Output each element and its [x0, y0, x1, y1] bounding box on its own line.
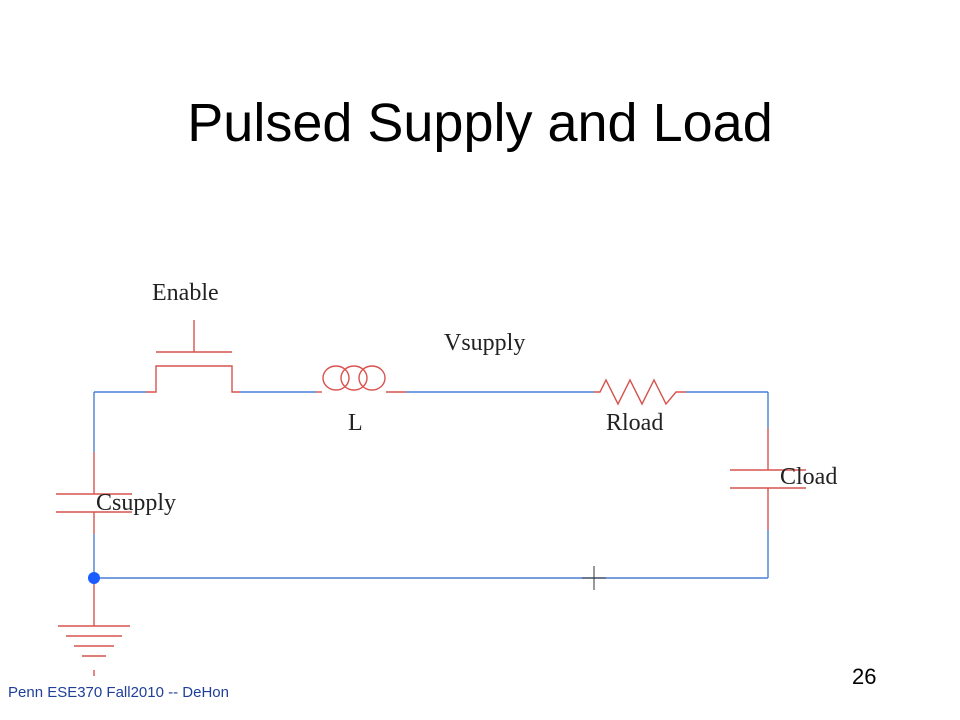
inductor-label: L [348, 410, 363, 436]
vsupply-label: Vsupply [444, 330, 525, 356]
ground-symbol [58, 578, 130, 676]
enable-switch [146, 320, 240, 393]
rload-label: Rload [606, 410, 663, 436]
slide-title: Pulsed Supply and Load [187, 93, 773, 153]
cursor-marker [582, 566, 606, 590]
cload-label-clip: Cload [780, 464, 837, 490]
page-number: 26 [852, 664, 877, 689]
enable-label: Enable [152, 280, 219, 306]
components [56, 320, 806, 676]
csupply-capacitor [56, 452, 132, 534]
ground-node-dot [88, 572, 100, 584]
inductor [316, 365, 406, 393]
cload-capacitor [730, 428, 806, 530]
cload-label: Cload [780, 464, 837, 490]
rload-resistor [594, 378, 686, 406]
csupply-label: Csupply [96, 490, 176, 516]
wires [93, 391, 769, 579]
slide-footer: Penn ESE370 Fall2010 -- DeHon [8, 684, 229, 701]
